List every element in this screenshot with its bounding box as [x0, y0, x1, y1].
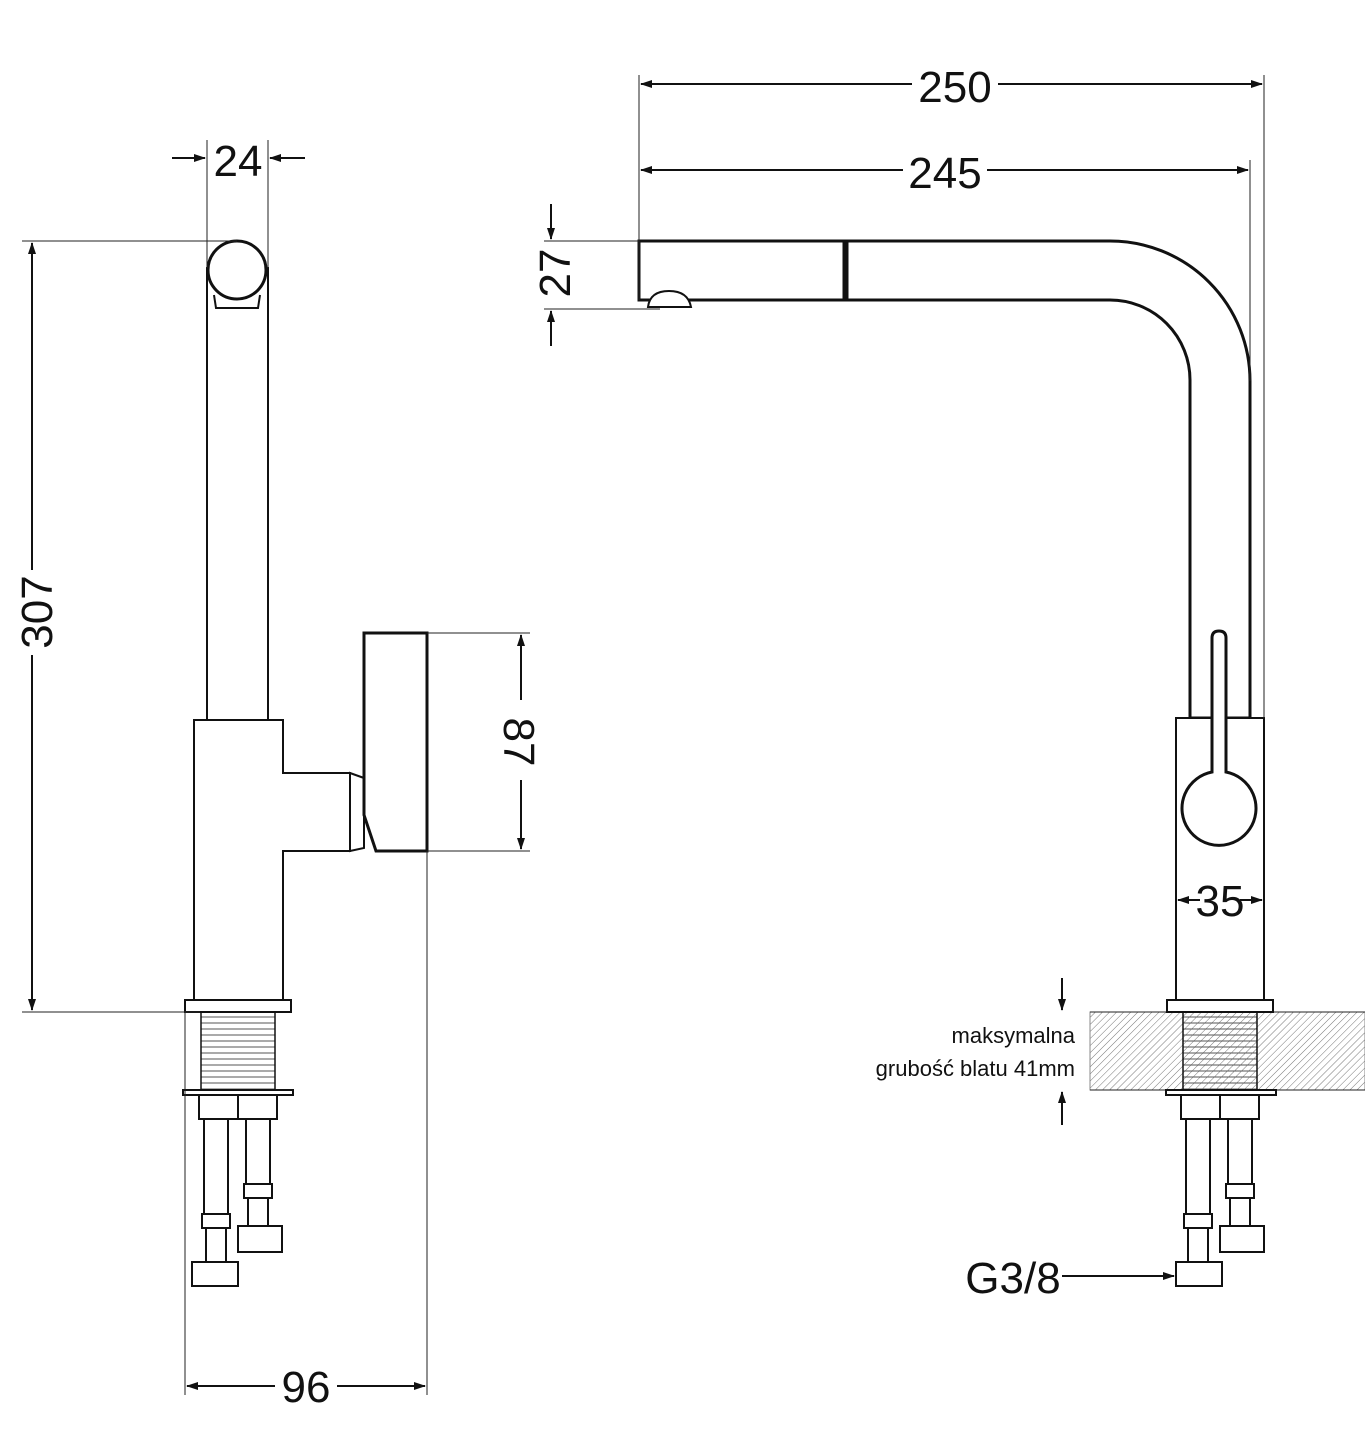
- hose-left: [1185, 1118, 1211, 1215]
- side-view: 24 307 87 96: [13, 137, 543, 1412]
- lever-connector: [349, 771, 365, 853]
- spout-head: [206, 239, 268, 301]
- dim-lever-height: 87: [494, 718, 543, 767]
- spout-arm: [845, 239, 1252, 720]
- threaded-shank: [200, 1011, 276, 1091]
- mixer-body: [193, 719, 351, 1001]
- hose-right: [245, 1118, 271, 1185]
- spout-tube: [206, 267, 269, 721]
- hose-nut-left: [191, 1261, 239, 1287]
- hose-right: [1227, 1118, 1253, 1185]
- hose-left: [203, 1118, 229, 1215]
- hose-tail-left: [205, 1227, 227, 1263]
- hose-nut-right: [1219, 1225, 1265, 1253]
- connection-thread-label: G3/8: [965, 1254, 1060, 1303]
- hose-nut-right: [237, 1225, 283, 1253]
- threaded-shank: [1182, 1011, 1258, 1091]
- dim-handle-width: 24: [214, 137, 263, 186]
- pullout-head: [637, 239, 846, 302]
- hose-tail-right: [247, 1197, 269, 1227]
- aerator: [646, 289, 693, 308]
- dim-spout-height: 27: [531, 249, 580, 298]
- hose-crimp-right: [1225, 1183, 1255, 1199]
- countertop-note-line1: maksymalna: [952, 1023, 1076, 1048]
- hose-tail-left: [1187, 1227, 1209, 1263]
- front-view: 250 245 27 35 maksymalna grubość blatu 4…: [531, 63, 1365, 1303]
- countertop-note-line2: grubość blatu 41mm: [876, 1056, 1075, 1081]
- base-plate: [184, 999, 292, 1013]
- lever-handle: [362, 631, 429, 853]
- dim-footprint-width: 96: [282, 1363, 331, 1412]
- hose-crimp-left: [1183, 1213, 1213, 1229]
- hose-tail-right: [1229, 1197, 1251, 1227]
- base-plate: [1166, 999, 1274, 1013]
- hose-crimp-right: [243, 1183, 273, 1199]
- aerator-outline: [213, 294, 261, 309]
- dim-reach-total: 250: [918, 63, 991, 112]
- lever-handle: [1180, 629, 1258, 847]
- hose-nut-left: [1175, 1261, 1223, 1287]
- hose-crimp-left: [201, 1213, 231, 1229]
- dim-total-height: 307: [13, 575, 62, 648]
- dim-base-diameter: 35: [1196, 877, 1245, 926]
- dim-reach-spout: 245: [908, 149, 981, 198]
